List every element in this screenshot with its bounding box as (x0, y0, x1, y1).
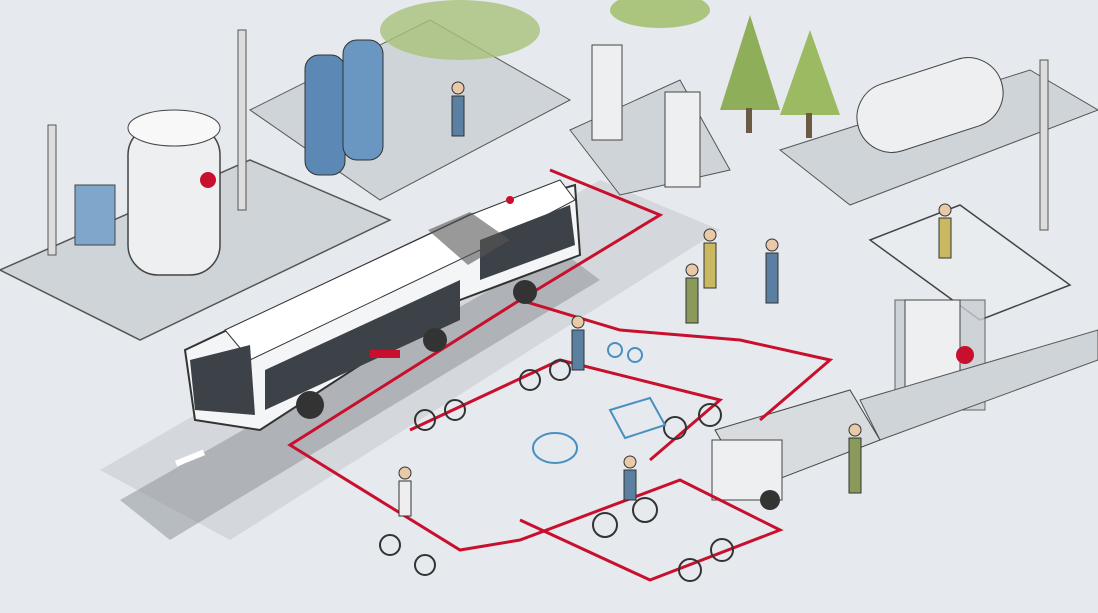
bicycle-icon (379, 359, 734, 582)
tanker-truck-icon (778, 57, 1098, 231)
shelter-icon (859, 204, 1098, 441)
road-marking (174, 449, 206, 467)
bike-lane-markers (532, 342, 667, 464)
bus-icon (183, 179, 582, 432)
utility-truck (711, 389, 881, 510)
hydrogen-storage-area (0, 29, 392, 341)
charging-station-icon (569, 44, 731, 196)
person-icon (398, 81, 952, 517)
hydrogen-tank-icon (127, 109, 221, 276)
tree-icon (380, 0, 840, 138)
road (120, 250, 600, 540)
blue-tanks (249, 19, 572, 201)
